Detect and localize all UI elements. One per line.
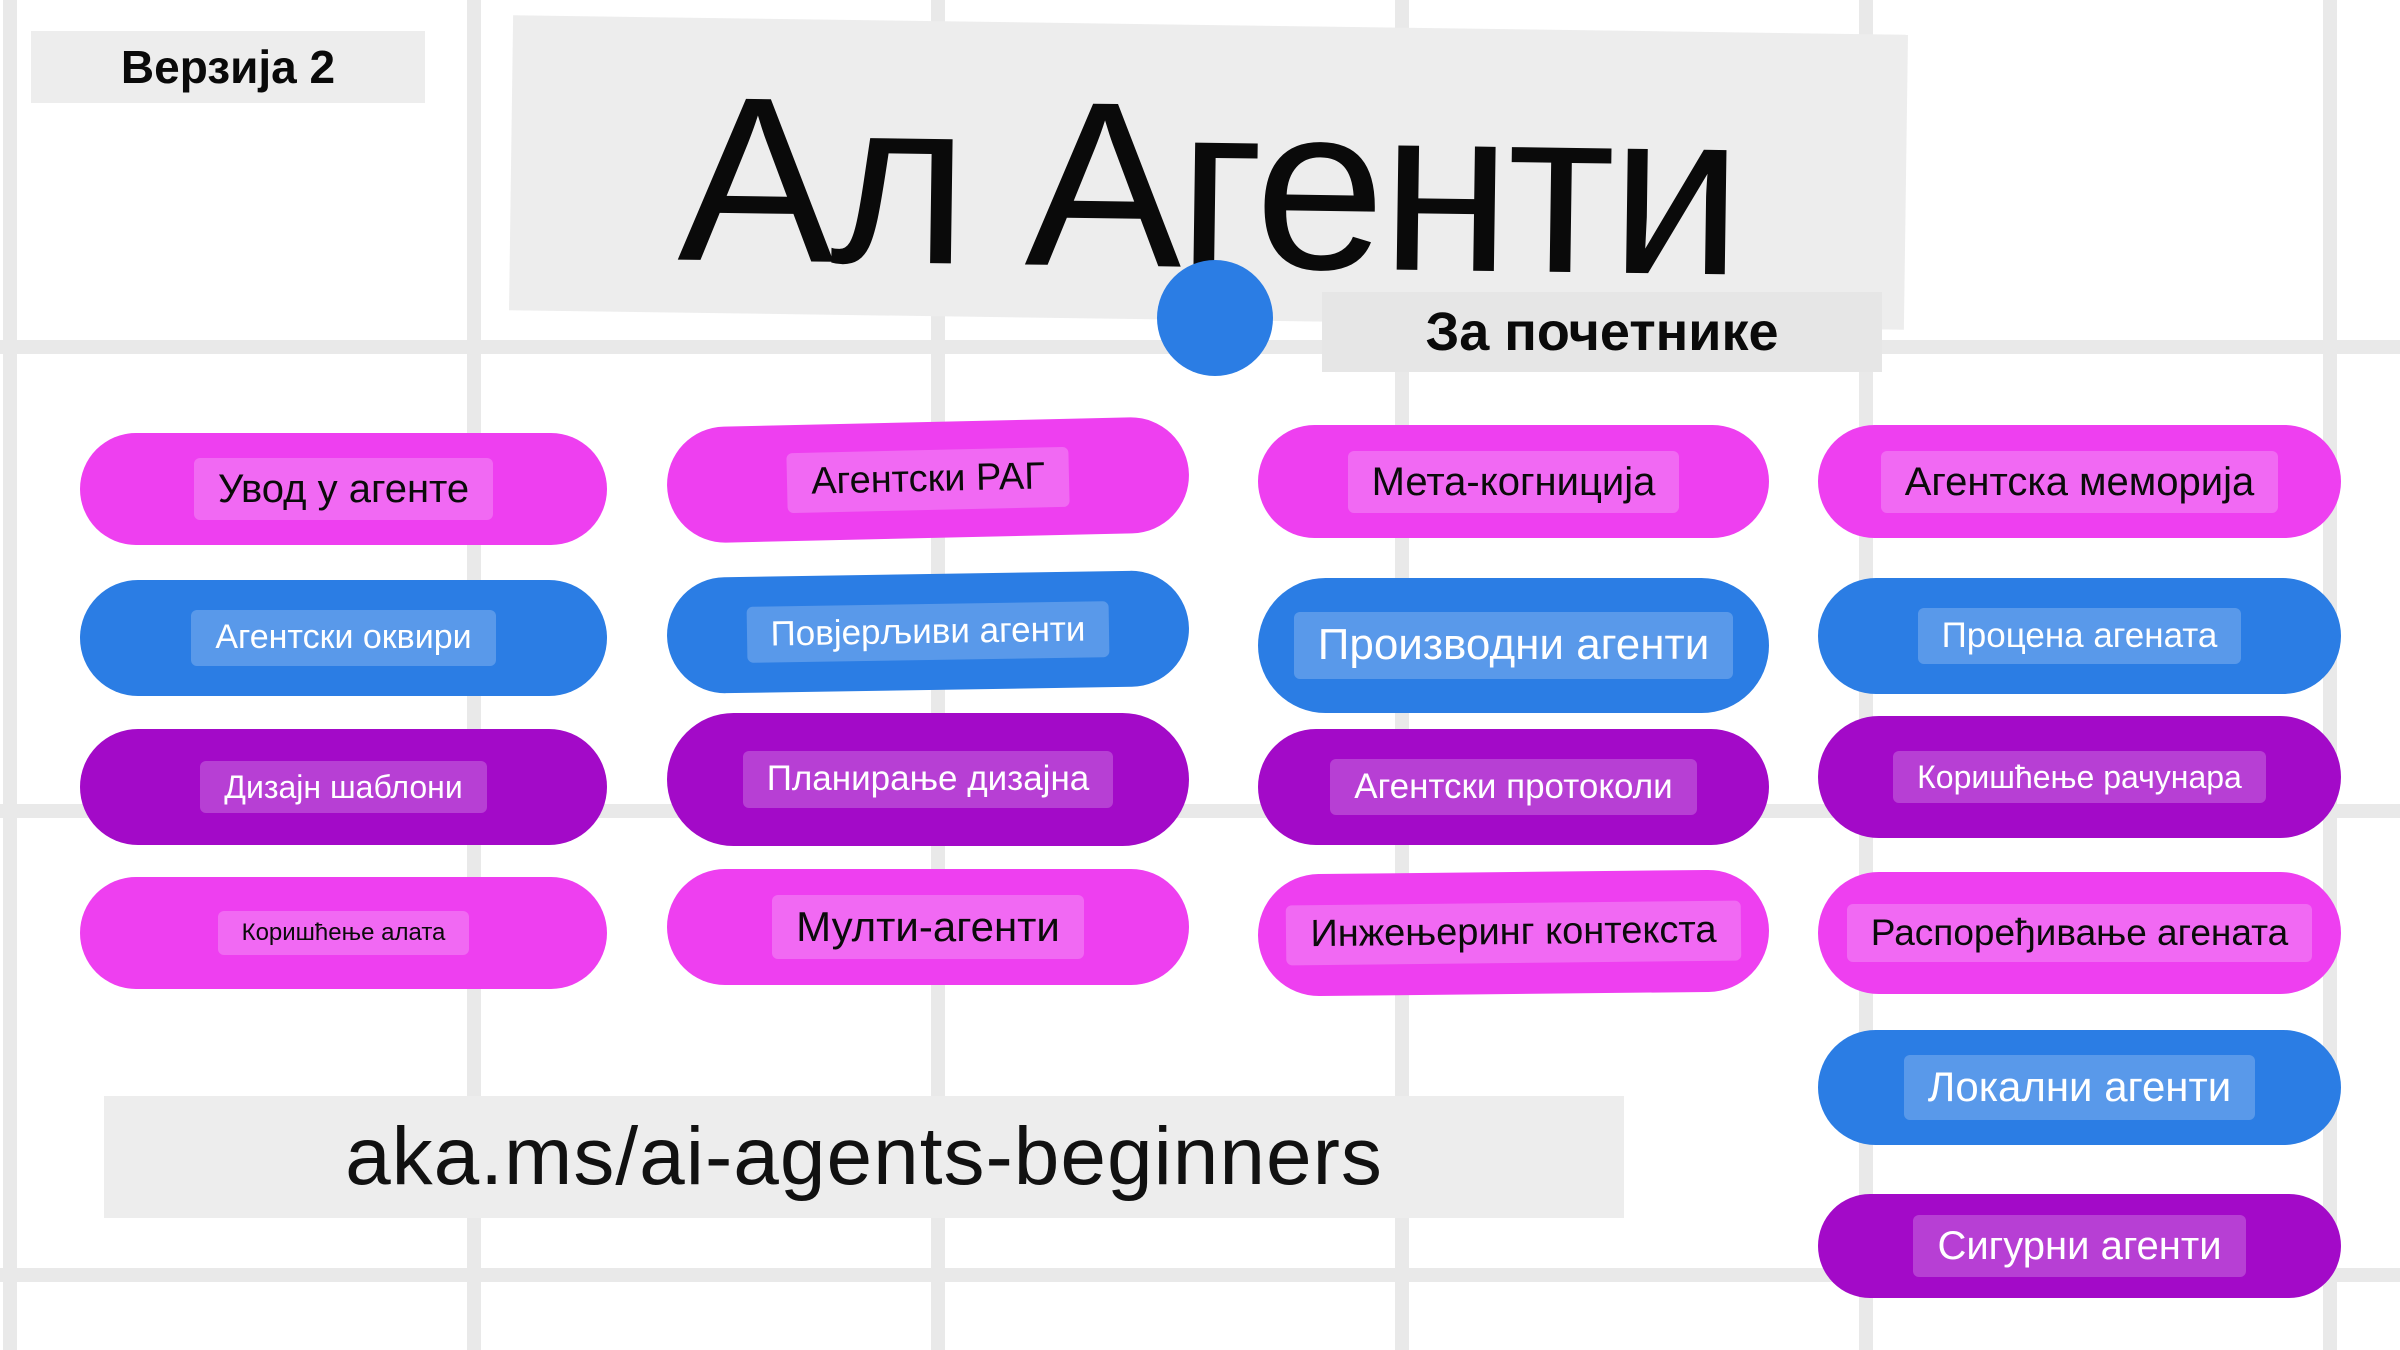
topic-label: Сигурни агенти — [1913, 1215, 2246, 1277]
topic-label: Коришћење алата — [217, 911, 470, 955]
topic-label: Агентски РАГ — [786, 446, 1070, 514]
topic-pill-metacognition: Мета-когниција — [1258, 425, 1769, 538]
topic-label: Мета-когниција — [1347, 450, 1680, 513]
topic-label: Коришћење рачунара — [1893, 750, 2266, 804]
version-label: Верзија 2 — [120, 41, 336, 93]
topic-pill-tool-use: Коришћење алата — [80, 877, 607, 989]
topic-pill-design-patterns: Дизајн шаблони — [80, 729, 607, 845]
course-link: aka.ms/ai-agents-beginners — [345, 1111, 1383, 1202]
topic-pill-agent-evaluation: Процена агената — [1818, 578, 2341, 694]
topic-pill-agentic-rag: Агентски РАГ — [665, 416, 1191, 544]
topic-label: Производни агенти — [1293, 612, 1734, 679]
topic-pill-agent-memory: Агентска меморија — [1818, 425, 2341, 538]
topic-label: Инжењеринг контекста — [1286, 900, 1741, 966]
topic-pill-production-agents: Производни агенти — [1258, 578, 1769, 713]
topic-label: Процена агената — [1917, 607, 2242, 665]
topic-label: Мулти-агенти — [772, 894, 1084, 960]
subtitle: За почетнике — [1425, 302, 1779, 362]
topic-pill-context-engineering: Инжењеринг контекста — [1257, 869, 1770, 997]
topic-pill-agent-protocols: Агентски протоколи — [1258, 729, 1769, 845]
topic-pill-planning-design: Планирање дизајна — [667, 713, 1189, 846]
topic-pill-local-agents: Локални агенти — [1818, 1030, 2341, 1145]
topic-pill-intro-to-agents: Увод у агенте — [80, 433, 607, 545]
subtitle-panel: За почетнике — [1322, 292, 1882, 372]
topic-pill-computer-use: Коришћење рачунара — [1818, 716, 2341, 838]
topic-label: Повјерљиви агенти — [746, 601, 1110, 663]
course-link-panel: aka.ms/ai-agents-beginners — [104, 1096, 1624, 1218]
decorative-circle — [1157, 260, 1273, 376]
topic-label: Локални агенти — [1903, 1055, 2256, 1120]
topic-label: Планирање дизајна — [742, 751, 1114, 808]
topic-pill-agent-deployment: Распоређивање агената — [1818, 872, 2341, 994]
topic-label: Распоређивање агената — [1846, 903, 2313, 963]
topic-pill-agent-frameworks: Агентски оквири — [80, 580, 607, 696]
topic-label: Агентска меморија — [1880, 450, 2279, 513]
topic-pill-secure-agents: Сигурни агенти — [1818, 1194, 2341, 1298]
topic-label: Агентски оквири — [191, 610, 496, 666]
topic-label: Дизајн шаблони — [200, 760, 487, 814]
topic-label: Увод у агенте — [193, 458, 494, 520]
topic-pill-multi-agents: Мулти-агенти — [667, 869, 1189, 985]
version-badge: Верзија 2 — [31, 31, 425, 103]
topic-pill-trustworthy-agents: Повјерљиви агенти — [666, 569, 1190, 695]
topic-label: Агентски протоколи — [1330, 758, 1697, 816]
